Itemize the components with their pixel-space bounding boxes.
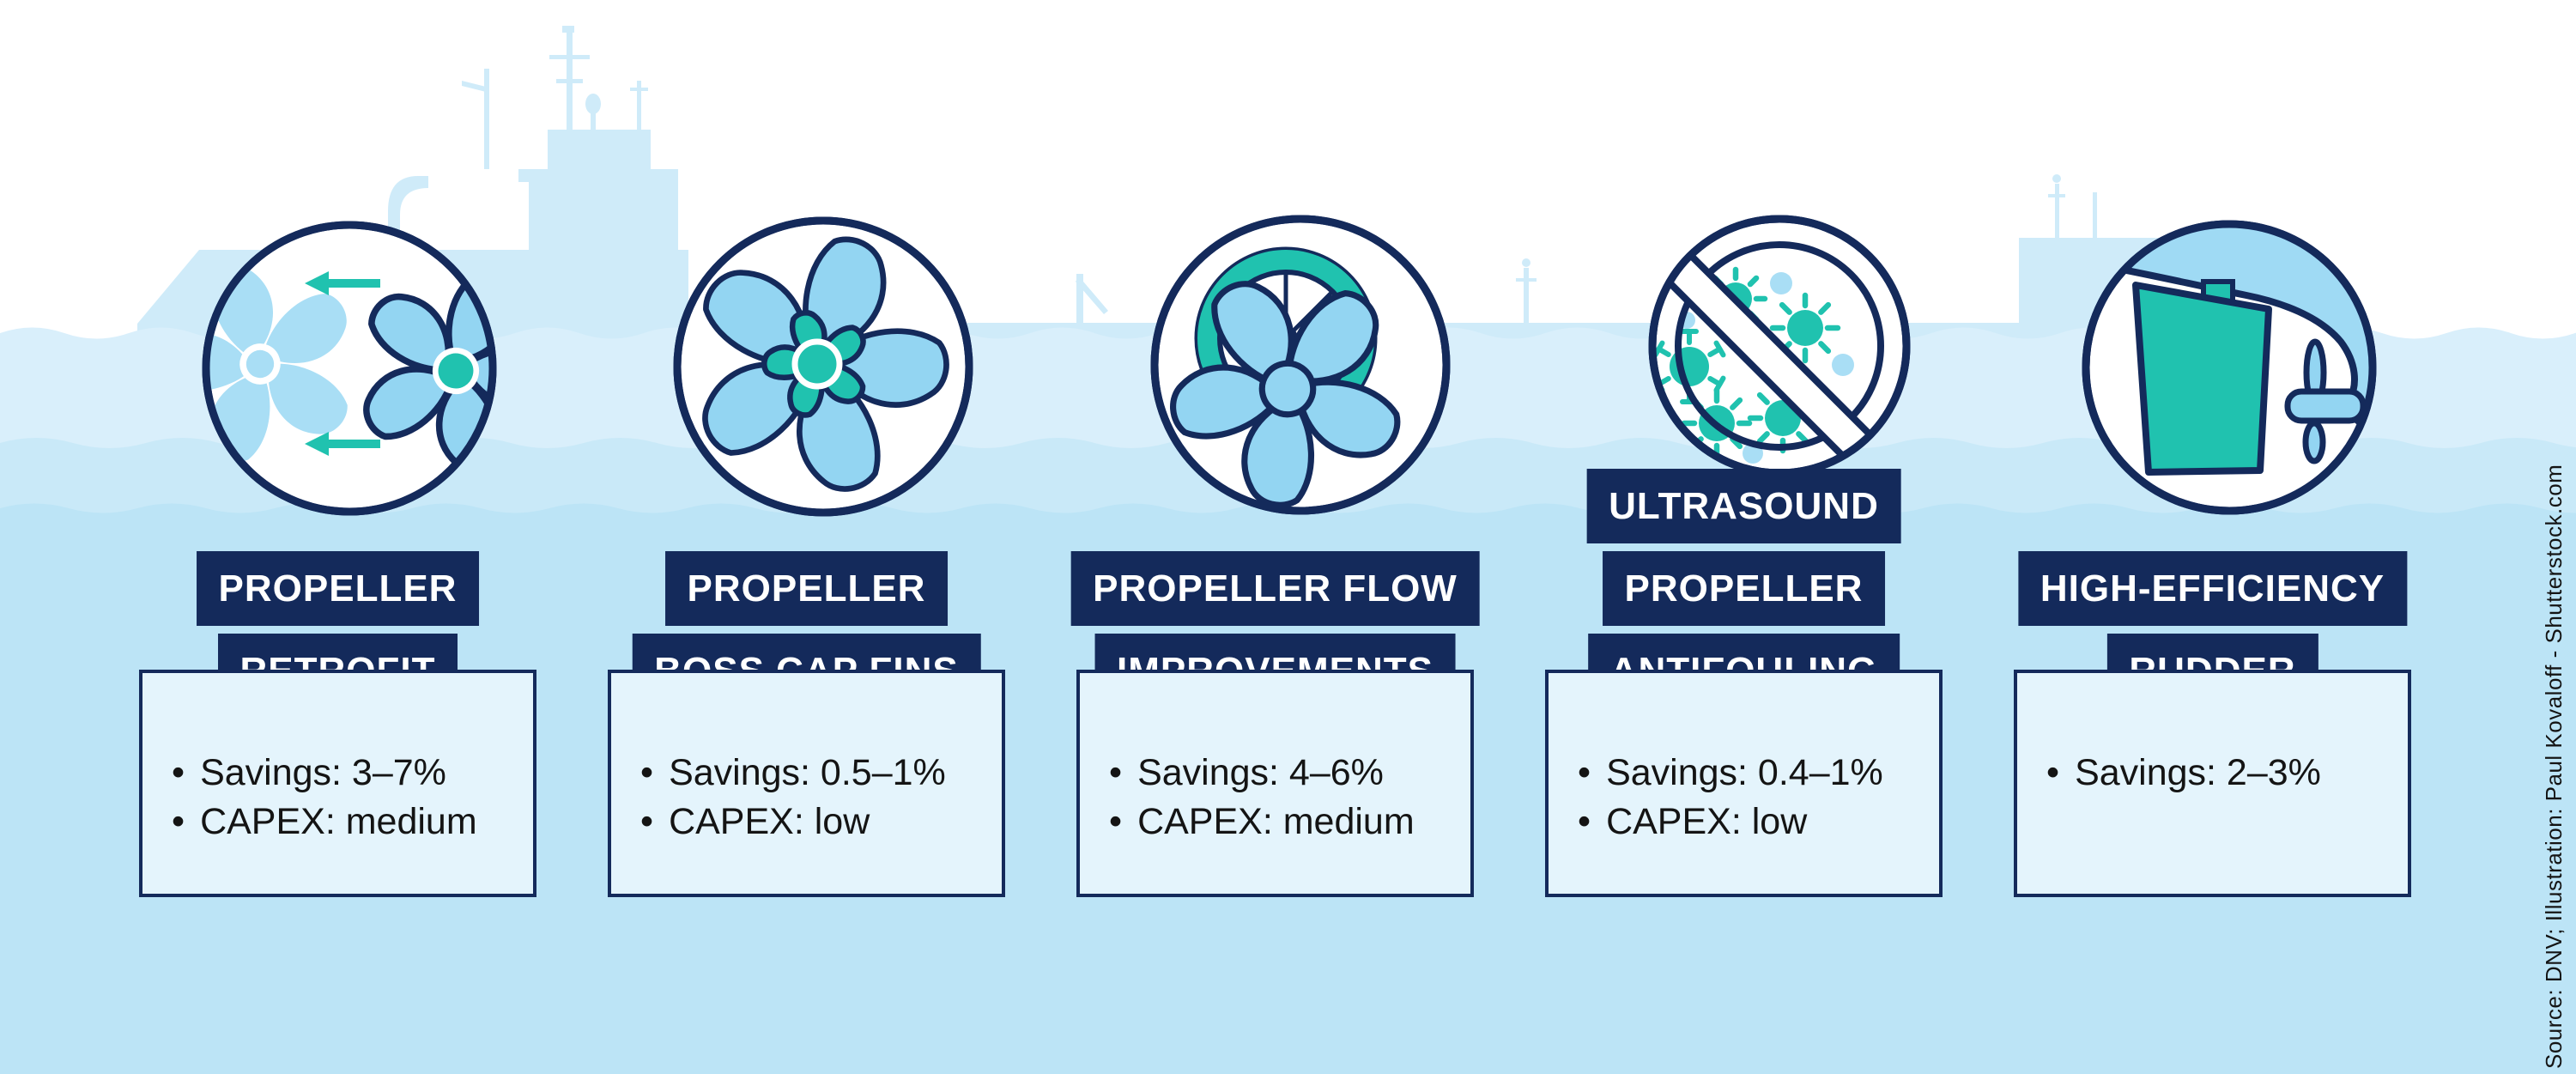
bullet-item: CAPEX: medium — [172, 798, 533, 846]
label-box: PROPELLER — [664, 551, 949, 626]
bullet-item: CAPEX: low — [1578, 798, 1939, 846]
info-box: Savings: 3–7% CAPEX: medium — [139, 670, 536, 897]
bullet-list: Savings: 3–7% CAPEX: medium — [142, 749, 533, 846]
ultrasound-antifouling-icon — [1648, 215, 1911, 477]
label-box: PROPELLER FLOW — [1070, 551, 1480, 626]
bubble-dots — [1678, 272, 1854, 464]
label-box: PROPELLER — [1602, 551, 1886, 626]
label-box: ULTRASOUND — [1586, 469, 1901, 543]
bullet-list: Savings: 0.5–1% CAPEX: low — [611, 749, 1002, 846]
label-box: HIGH-EFFICIENCY — [2017, 551, 2408, 626]
info-box: Savings: 0.4–1% CAPEX: low — [1545, 670, 1943, 897]
old-propeller-ghost — [209, 257, 360, 466]
label-box: PROPELLER — [196, 551, 480, 626]
propeller-retrofit-icon — [202, 221, 500, 516]
column-ultrasound-antifouling: ULTRASOUND PROPELLER ANTIFOULING Savings… — [1545, 464, 1943, 897]
bullet-item: Savings: 2–3% — [2046, 749, 2408, 798]
info-box: Savings: 2–3% — [2014, 670, 2411, 897]
new-propeller — [331, 248, 500, 499]
prohibition-circle — [1675, 241, 1884, 451]
rudder-blade — [2132, 282, 2272, 476]
propeller-flow-icon — [1150, 215, 1451, 515]
info-box: Savings: 0.5–1% CAPEX: low — [608, 670, 1005, 897]
column-high-efficiency-rudder: HIGH-EFFICIENCY RUDDER Savings: 2–3% — [2014, 464, 2411, 897]
column-propeller-flow: PROPELLER FLOW IMPROVEMENTS Savings: 4–6… — [1070, 464, 1480, 897]
column-boss-cap-fins: PROPELLER BOSS CAP FINS Savings: 0.5–1% … — [608, 464, 1005, 897]
flow-arrows — [305, 271, 380, 456]
bullet-list: Savings: 2–3% — [2017, 749, 2408, 798]
bullet-list: Savings: 4–6% CAPEX: medium — [1080, 749, 1470, 846]
bullet-item: Savings: 4–6% — [1109, 749, 1470, 798]
bullet-item: Savings: 3–7% — [172, 749, 533, 798]
bullet-item: CAPEX: medium — [1109, 798, 1470, 846]
bullet-item: Savings: 0.5–1% — [640, 749, 1002, 798]
side-propeller — [2284, 338, 2367, 464]
source-credit: Source: DNV; Illustration: Paul Kovaloff… — [2541, 464, 2567, 1069]
bullet-item: CAPEX: low — [640, 798, 1002, 846]
bullet-item: Savings: 0.4–1% — [1578, 749, 1939, 798]
info-box: Savings: 4–6% CAPEX: medium — [1076, 670, 1474, 897]
column-propeller-retrofit: PROPELLER RETROFIT Savings: 3–7% CAPEX: … — [139, 464, 536, 897]
high-efficiency-rudder-icon — [2082, 220, 2377, 515]
ship-hull-stern — [2089, 228, 2369, 429]
boss-cap-fins-icon — [673, 216, 973, 517]
bullet-list: Savings: 0.4–1% CAPEX: low — [1549, 749, 1939, 846]
front-propeller — [1150, 227, 1451, 515]
prohibition-slash — [1656, 222, 1903, 470]
